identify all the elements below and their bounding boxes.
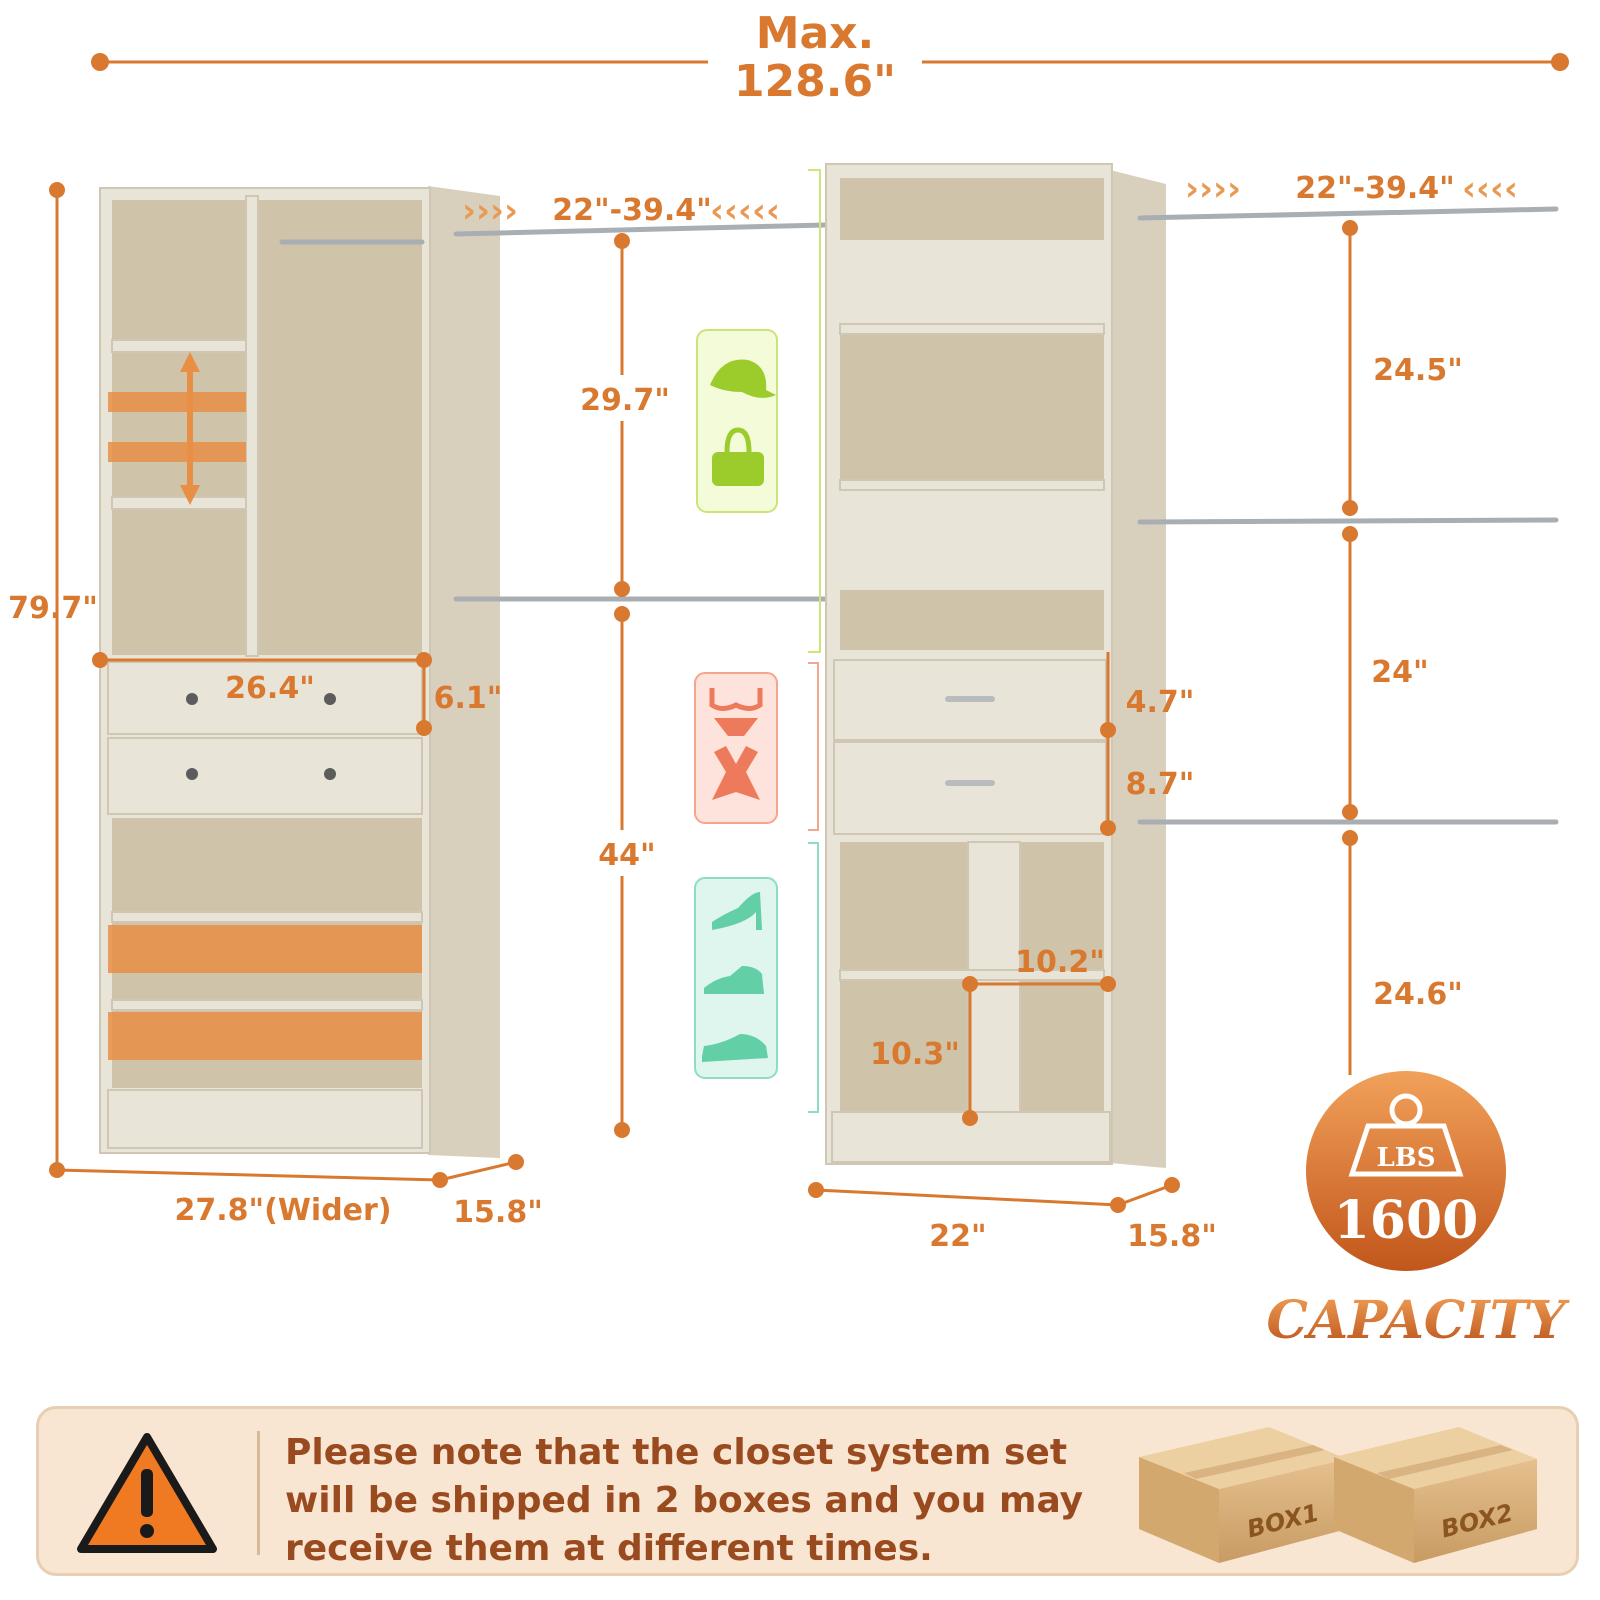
capacity-word: CAPACITY — [1267, 1290, 1571, 1351]
right-gap-dimension: 24.5" 24" 24.6" — [1342, 220, 1463, 1075]
chevrons-left-icon: ‹‹‹‹ — [1462, 169, 1518, 209]
box1: BOX1 — [1139, 1427, 1347, 1563]
upper-rod-gap-label: 29.7" — [580, 383, 670, 418]
right-depth-label: 15.8" — [1127, 1219, 1217, 1254]
shoe-shelf-highlight — [108, 1012, 422, 1060]
middle-rod-extension-label: 22"-39.4" — [552, 193, 711, 228]
bra-icon — [709, 688, 763, 711]
drawer-knob — [186, 768, 198, 780]
capacity-value: 1600 — [1334, 1190, 1479, 1251]
capacity-badge: LBS 1600 CAPACITY — [1267, 1071, 1571, 1351]
drawer-knob — [186, 693, 198, 705]
cubby-width-label: 10.2" — [1015, 945, 1105, 980]
left-inner-width-dimension: 26.4" — [92, 652, 432, 706]
heel-shoe-icon — [712, 892, 762, 930]
right-width-label: 22" — [929, 1219, 986, 1254]
right-gap-middle-label: 24" — [1371, 655, 1428, 690]
left-inner-width-label: 26.4" — [225, 671, 315, 706]
sneaker-icon — [702, 1034, 768, 1062]
drawer-top-label: 4.7" — [1126, 685, 1195, 720]
right-gap-bottom-label: 24.6" — [1373, 977, 1463, 1012]
left-width-label: 27.8"(Wider) — [174, 1193, 391, 1228]
max-label: Max. — [756, 8, 875, 59]
sweater-icon — [712, 746, 760, 800]
right-width-dimension: 22" 15.8" — [808, 1177, 1217, 1254]
left-drawer-height-label: 6.1" — [434, 681, 503, 716]
left-depth-label: 15.8" — [453, 1195, 543, 1230]
left-tower — [99, 186, 500, 1158]
right-rods: ›››› 22"-39.4" ‹‹‹‹ — [1137, 169, 1559, 825]
adjustable-shelf-highlight — [108, 392, 246, 412]
hat-icon — [710, 359, 776, 398]
right-drawer-dimension: 4.7" 8.7" — [1100, 652, 1194, 836]
drawer-knob — [324, 768, 336, 780]
left-height-dimension: 79.7" — [8, 182, 98, 1178]
chevrons-right-icon: ›››› — [462, 191, 518, 231]
middle-rods: 22"-39.4" ›››› ‹‹‹‹‹ — [453, 191, 829, 602]
weight-badge-circle — [1306, 1071, 1506, 1271]
adjustable-shelf-highlight — [108, 442, 246, 462]
clothing-category — [694, 672, 778, 824]
drawer-handle — [945, 696, 995, 702]
warning-icon — [77, 1433, 217, 1553]
right-gap-top-label: 24.5" — [1373, 353, 1463, 388]
drawer-bottom-label: 8.7" — [1126, 767, 1195, 802]
shoe-shelf-highlight — [108, 925, 422, 973]
lower-rod-gap-label: 44" — [598, 838, 655, 873]
capacity-unit: LBS — [1376, 1143, 1435, 1173]
shipping-notice: Please note that the closet system set w… — [36, 1406, 1579, 1576]
weight-icon — [1348, 1093, 1464, 1177]
right-tower — [825, 163, 1166, 1168]
box-icon: BOX1 BOX2 — [1139, 1427, 1537, 1563]
notice-text: Please note that the closet system set w… — [285, 1432, 1084, 1569]
dress-shoe-icon — [704, 966, 764, 994]
shoe-category — [694, 877, 778, 1079]
max-value: 128.6" — [734, 56, 896, 107]
notice-divider — [257, 1431, 260, 1555]
underwear-icon — [714, 718, 758, 736]
middle-gap-dimension: 29.7" 44" — [578, 233, 670, 1138]
cubby-dimensions: 10.2" 10.3" — [870, 945, 1116, 1126]
left-drawer-height-dimension: 6.1" — [416, 662, 502, 736]
drawer-knob — [324, 693, 336, 705]
overall-width-dimension: Max. 128.6" — [91, 8, 1569, 107]
chevrons-left-icon: ‹‹‹‹‹ — [710, 191, 780, 231]
handbag-icon — [712, 427, 764, 486]
left-height-label: 79.7" — [8, 591, 98, 626]
accessory-category — [696, 329, 778, 513]
box2: BOX2 — [1334, 1427, 1537, 1563]
cubby-height-label: 10.3" — [870, 1037, 960, 1072]
chevrons-right-icon: ›››› — [1185, 169, 1241, 209]
right-rod-extension-label: 22"-39.4" — [1295, 171, 1454, 206]
left-width-dimension: 27.8"(Wider) 15.8" — [56, 1154, 543, 1230]
drawer-handle — [945, 780, 995, 786]
